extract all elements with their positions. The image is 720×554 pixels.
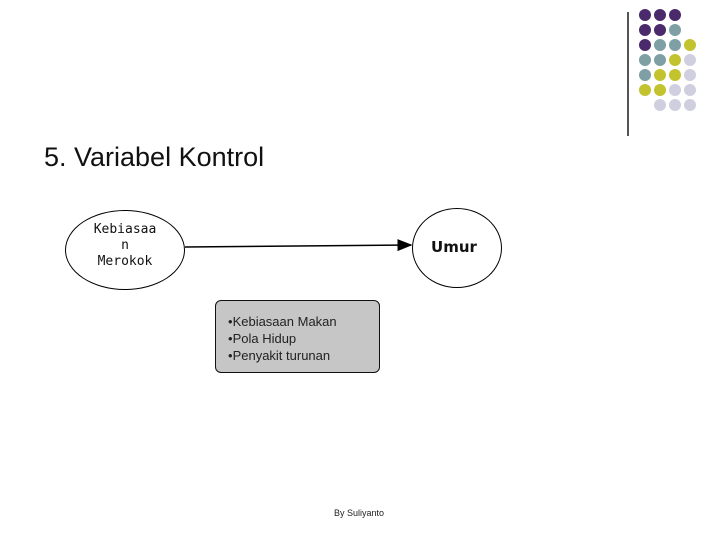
cause-label-line: Merokok [97, 254, 153, 269]
decorative-dot [639, 9, 651, 21]
effect-node [412, 208, 502, 288]
slide-title: 5. Variabel Kontrol [44, 142, 265, 172]
control-item-text: Kebiasaan Makan [232, 314, 337, 329]
decorative-dot [669, 39, 681, 51]
control-item: •Kebiasaan Makan [228, 313, 379, 330]
decorative-dot [639, 24, 651, 36]
cause-node [65, 210, 185, 290]
decorative-dot [684, 54, 696, 66]
arrow-line [184, 239, 413, 252]
control-item: •Penyakit turunan [228, 347, 379, 364]
control-item: •Pola Hidup [228, 330, 379, 347]
decorative-dot [669, 54, 681, 66]
decorative-dot [669, 9, 681, 21]
decorative-dot [639, 39, 651, 51]
decorative-dot [669, 24, 681, 36]
bullet: • [228, 348, 233, 363]
decorative-dot [654, 84, 666, 96]
decorative-dot [639, 69, 651, 81]
decorative-dot [639, 54, 651, 66]
decorative-dot [654, 99, 666, 111]
bullet: • [228, 314, 233, 329]
decorative-dot [684, 99, 696, 111]
decorative-dot [669, 69, 681, 81]
decorative-dot [654, 9, 666, 21]
decorative-dot [654, 39, 666, 51]
decorative-dot [669, 84, 681, 96]
control-item-text: Pola Hidup [232, 331, 297, 346]
decorative-dot [669, 99, 681, 111]
effect-label: Umur [431, 238, 477, 256]
control-variables-box: •Kebiasaan Makan •Pola Hidup •Penyakit t… [215, 300, 380, 373]
cause-label: Kebiasaa n Merokok [65, 222, 185, 270]
decorative-dot [654, 24, 666, 36]
decorative-dot [684, 39, 696, 51]
decorative-dot [684, 84, 696, 96]
cause-label-line: n [121, 238, 129, 253]
decorative-dot [654, 54, 666, 66]
footer-credit: By Suliyanto [334, 508, 385, 518]
decorative-dot [654, 69, 666, 81]
control-item-text: Penyakit turunan [232, 348, 331, 363]
bullet: • [228, 331, 233, 346]
decorative-dot-grid [639, 9, 720, 119]
decorative-dot [684, 69, 696, 81]
decorative-dot [639, 84, 651, 96]
divider-line [627, 12, 629, 136]
cause-label-line: Kebiasaa [93, 222, 157, 237]
